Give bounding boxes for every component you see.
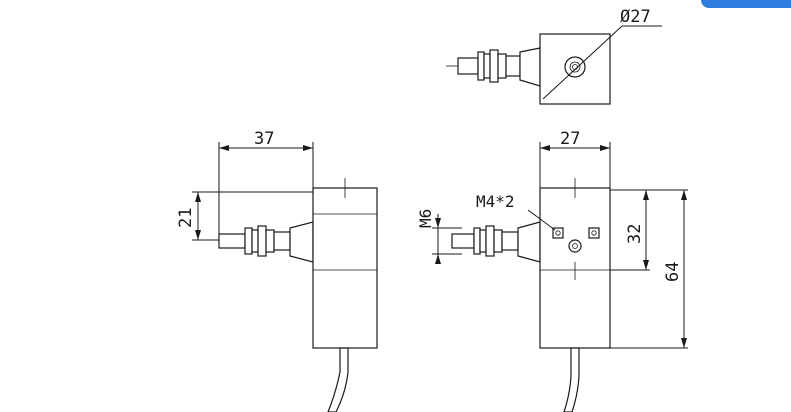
width-37-label: 37 [254,129,274,149]
top-view-body [539,33,611,105]
window-corner-accent [701,0,791,8]
diameter-label: Ø27 [620,7,651,27]
side-view-body [312,187,378,349]
side-view: 37 21 [176,129,378,412]
height-21-label: 21 [176,208,196,228]
m4-holes [552,227,600,253]
thread-m6-label: M6 [416,209,435,228]
width-27-label: 27 [560,129,580,149]
front-view: 27 M6 M4*2 [416,129,688,412]
top-view: Ø27 [446,7,662,105]
height-64-label: 64 [663,262,683,282]
hole-m4x2-label: M4*2 [476,192,515,211]
height-32-label: 32 [625,224,645,244]
